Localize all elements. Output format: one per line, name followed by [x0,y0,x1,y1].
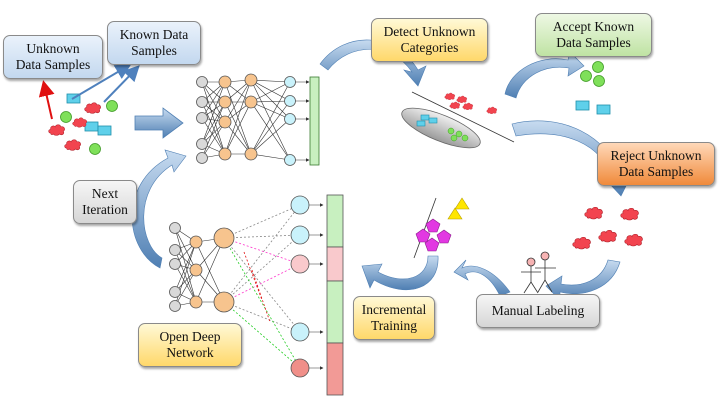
new-categories-divider [413,197,437,259]
new-category-triangles [447,197,470,220]
detected-known-samples [416,114,469,142]
annotator-figures [521,251,556,294]
to-accept-curved-arrow [504,51,585,99]
next-iteration-label: Next Iteration [73,180,137,224]
new-category-pentagons [415,218,452,252]
incremental-training-arrow [361,255,439,291]
next-iteration-arrow [131,149,187,269]
open-deep-network-label: Open Deep Network [138,323,242,367]
bottom-output-bar [326,194,344,396]
accept-known-label: Accept Known Data Samples [535,13,652,57]
bottom-network-dotted-links [223,204,301,369]
manual-labeling-label: Manual Labeling [476,294,600,328]
rejected-unknown-samples [572,206,643,250]
to-known-arrow-2 [103,65,140,103]
top-output-bar [309,76,320,166]
unknown-samples-label: Unknown Data Samples [3,35,103,79]
reject-unknown-label: Reject Unknown Data Samples [597,142,715,186]
to-labeling-curved-arrow [545,259,621,301]
to-unknown-arrow [38,80,55,120]
top-network-nodes [196,73,296,166]
to-known-arrow-1 [71,63,132,100]
known-samples-label: Known Data Samples [107,21,201,65]
detect-unknown-label: Detect Unknown Categories [371,18,488,62]
accepted-known-samples [575,61,611,115]
input-block-arrow [134,107,184,139]
labeling-to-new-categories-arrow [453,259,511,297]
detected-unknown-samples [444,92,498,114]
mixed-samples-cluster [48,93,118,155]
bottom-network-nodes [169,195,310,378]
detect-boundary-line [411,91,515,143]
incremental-training-label: Incremental Training [353,296,435,340]
